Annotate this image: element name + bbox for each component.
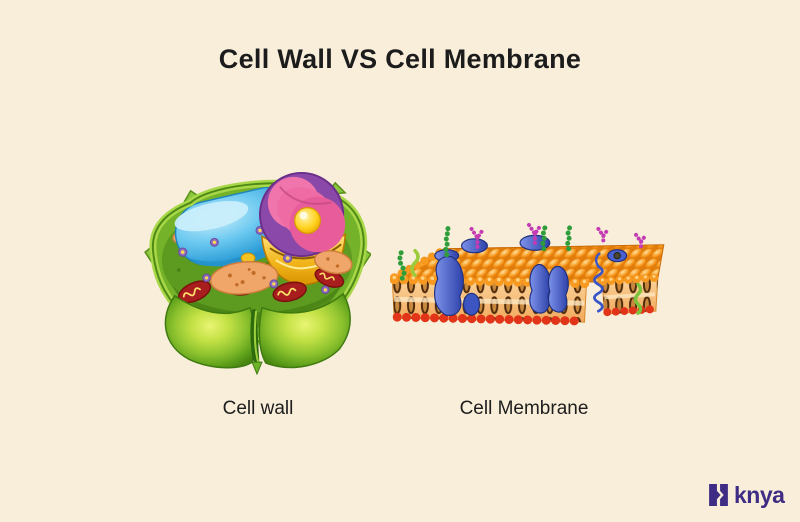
protein-center-a bbox=[529, 263, 551, 314]
wall-groove-highlight bbox=[253, 310, 260, 367]
page-title: Cell Wall VS Cell Membrane bbox=[218, 44, 582, 74]
cholesterol-dot bbox=[613, 252, 621, 260]
membrane-svg bbox=[390, 221, 665, 326]
knya-logo-text: knya bbox=[734, 481, 785, 508]
protein-center-b bbox=[547, 265, 569, 313]
cell-wall-label: Cell wall bbox=[222, 398, 294, 419]
cell-membrane-label: Cell Membrane bbox=[459, 398, 589, 419]
phospholipid-head-rows bbox=[390, 273, 664, 326]
nucleolus bbox=[294, 207, 321, 234]
plant-cell-svg bbox=[144, 171, 371, 375]
nucleus bbox=[258, 171, 346, 258]
cell-wall-illustration bbox=[143, 167, 371, 375]
glyco-chains-green bbox=[397, 221, 573, 281]
protein-left bbox=[433, 256, 464, 316]
knya-blocks-icon bbox=[709, 484, 728, 506]
knya-logo: knya bbox=[708, 481, 785, 508]
orange-body-right bbox=[313, 249, 353, 275]
cell-membrane-illustration bbox=[390, 219, 668, 330]
wall-bottom-tip bbox=[251, 361, 263, 375]
protein-small bbox=[462, 292, 481, 316]
lipid-squiggles-green bbox=[410, 248, 643, 315]
orange-body-large bbox=[209, 261, 279, 295]
protein-top-mound bbox=[461, 238, 488, 254]
glyco-chains-magenta bbox=[469, 222, 648, 252]
transmembrane-proteins bbox=[433, 234, 628, 316]
cell-wall-panel-right bbox=[258, 292, 351, 369]
helix-protein bbox=[593, 252, 604, 313]
